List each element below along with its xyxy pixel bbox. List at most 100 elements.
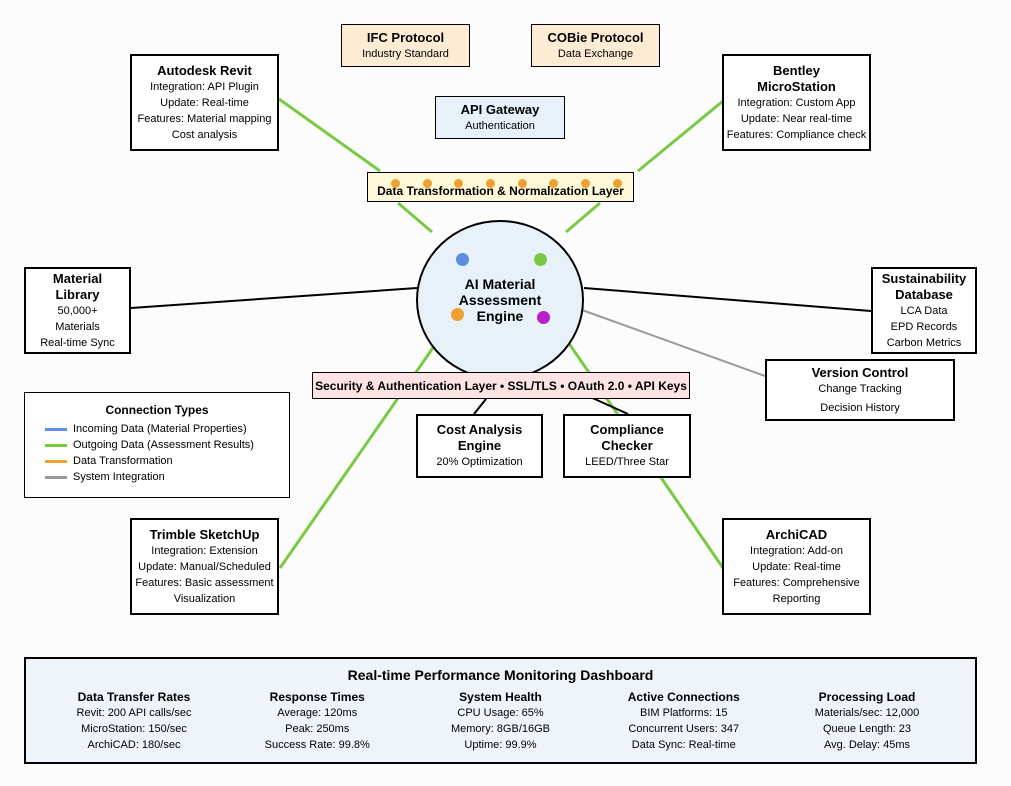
cost-engine-title: Cost Analysis Engine xyxy=(436,422,523,453)
archicad-title: ArchiCAD xyxy=(765,526,828,542)
legend-label: System Integration xyxy=(73,471,165,483)
sustainability-connection xyxy=(583,287,872,312)
cobie-protocol-title: COBie Protocol xyxy=(547,29,644,45)
compliance-connection xyxy=(587,395,629,415)
revit-connection xyxy=(278,97,381,173)
column-value: Peak: 250ms xyxy=(285,723,350,735)
legend-item: Incoming Data (Material Properties) xyxy=(25,421,289,437)
column-value: Data Sync: Real-time xyxy=(631,739,736,751)
transform-dot xyxy=(454,179,463,188)
material-library-line: Real-time Sync xyxy=(40,336,115,349)
transform-dot xyxy=(518,179,527,188)
cobie-protocol-subtitle: Data Exchange xyxy=(557,47,634,60)
dashboard-column: Processing Load Materials/sec: 12,000 Qu… xyxy=(777,689,957,753)
column-value: Memory: 8GB/16GB xyxy=(450,723,551,735)
column-heading: Processing Load xyxy=(818,690,916,704)
column-heading: System Health xyxy=(459,690,542,704)
column-value: Average: 120ms xyxy=(277,707,358,719)
version-control-box: Version Control Change Tracking Decision… xyxy=(765,359,955,421)
column-value: BIM Platforms: 15 xyxy=(640,707,728,719)
sustainability-line: Carbon Metrics xyxy=(886,336,962,349)
legend-swatch xyxy=(45,443,67,447)
dashboard-column: Active Connections BIM Platforms: 15 Con… xyxy=(594,689,774,753)
revit-line: Features: Material mapping xyxy=(137,112,272,125)
sustainability-line: LCA Data xyxy=(900,304,948,317)
legend-label: Data Transformation xyxy=(73,455,173,467)
api-gateway-subtitle: Authentication xyxy=(465,119,535,132)
ifc-protocol-box: IFC Protocol Industry Standard xyxy=(341,24,470,67)
dashboard-column: System Health CPU Usage: 65% Memory: 8GB… xyxy=(411,689,591,753)
sustainability-title: Sustainability Database xyxy=(881,270,967,302)
autodesk-revit-box: Autodesk Revit Integration: API Plugin U… xyxy=(130,54,279,151)
column-value: ArchiCAD: 180/sec xyxy=(87,739,181,751)
sketchup-line: Visualization xyxy=(173,592,236,605)
legend-item: Outgoing Data (Assessment Results) xyxy=(25,437,289,453)
bentley-connection xyxy=(637,99,724,173)
cost-engine-connection xyxy=(473,398,487,415)
bentley-title: Bentley MicroStation xyxy=(757,62,836,94)
revit-line: Integration: API Plugin xyxy=(150,80,259,93)
column-value: Queue Length: 23 xyxy=(822,723,912,735)
column-value: Concurrent Users: 347 xyxy=(628,723,740,735)
version-control-title: Version Control xyxy=(811,364,909,380)
column-heading: Data Transfer Rates xyxy=(77,690,191,704)
column-value: Success Rate: 99.8% xyxy=(264,739,370,751)
api-gateway-title: API Gateway xyxy=(460,101,540,117)
dashboard-column: Data Transfer Rates Revit: 200 API calls… xyxy=(44,689,224,753)
bentley-microstation-box: Bentley MicroStation Integration: Custom… xyxy=(722,54,871,151)
cobie-protocol-box: COBie Protocol Data Exchange xyxy=(531,24,660,67)
data-transformation-layer: Data Transformation & Normalization Laye… xyxy=(367,172,634,202)
legend-swatch xyxy=(45,459,67,463)
legend: Connection Types Incoming Data (Material… xyxy=(24,392,290,498)
material-library-title: Material Library xyxy=(52,270,103,302)
column-heading: Response Times xyxy=(269,690,365,704)
compliance-title: Compliance Checker xyxy=(590,422,664,453)
revit-line: Update: Real-time xyxy=(160,96,249,109)
archicad-line: Features: Comprehensive xyxy=(733,576,860,589)
outgoing-data-dot xyxy=(534,253,547,266)
performance-dashboard: Real-time Performance Monitoring Dashboa… xyxy=(24,657,977,764)
material-library-connection xyxy=(130,287,418,309)
revit-connection xyxy=(397,201,433,234)
compliance-line: LEED/Three Star xyxy=(585,456,669,468)
column-value: Uptime: 99.9% xyxy=(464,739,537,751)
bentley-line: Update: Near real-time xyxy=(740,112,853,125)
archicad-line: Update: Real-time xyxy=(752,560,841,573)
legend-swatch xyxy=(45,475,67,479)
cost-analysis-engine-box: Cost Analysis Engine 20% Optimization xyxy=(416,414,543,478)
column-value: CPU Usage: 65% xyxy=(457,707,544,719)
bentley-line: Integration: Custom App xyxy=(737,96,856,109)
column-heading: Active Connections xyxy=(627,690,740,704)
bentley-line: Features: Compliance check xyxy=(726,128,867,141)
sustainability-line: EPD Records xyxy=(890,320,958,333)
legend-label: Outgoing Data (Assessment Results) xyxy=(73,439,254,451)
transform-dot xyxy=(581,179,590,188)
ifc-protocol-subtitle: Industry Standard xyxy=(362,47,449,60)
cost-engine-line: 20% Optimization xyxy=(436,456,523,468)
sketchup-title: Trimble SketchUp xyxy=(149,526,260,542)
transform-layer-label: Data Transformation & Normalization Laye… xyxy=(377,184,624,198)
version-control-connection xyxy=(581,309,766,377)
legend-item: System Integration xyxy=(25,469,289,485)
ifc-protocol-title: IFC Protocol xyxy=(366,29,445,45)
transform-dot xyxy=(613,179,622,188)
legend-item: Data Transformation xyxy=(25,453,289,469)
column-value: Materials/sec: 12,000 xyxy=(814,707,920,719)
transformation-dot xyxy=(451,308,464,321)
transform-dot xyxy=(391,179,400,188)
api-gateway-box: API Gateway Authentication xyxy=(435,96,565,139)
compliance-checker-box: Compliance Checker LEED/Three Star xyxy=(563,414,691,478)
archicad-line: Integration: Add-on xyxy=(750,544,843,557)
dashboard-column: Response Times Average: 120ms Peak: 250m… xyxy=(227,689,407,753)
transform-dot xyxy=(549,179,558,188)
revit-title: Autodesk Revit xyxy=(157,62,252,78)
material-library-box: Material Library 50,000+ Materials Real-… xyxy=(24,267,131,354)
legend-swatch xyxy=(45,427,67,431)
legend-title: Connection Types xyxy=(105,403,209,417)
dashboard-title: Real-time Performance Monitoring Dashboa… xyxy=(347,667,654,683)
sketchup-line: Update: Manual/Scheduled xyxy=(138,560,271,573)
system-dot xyxy=(537,311,550,324)
transform-dot xyxy=(423,179,432,188)
archicad-line: Reporting xyxy=(772,592,821,605)
